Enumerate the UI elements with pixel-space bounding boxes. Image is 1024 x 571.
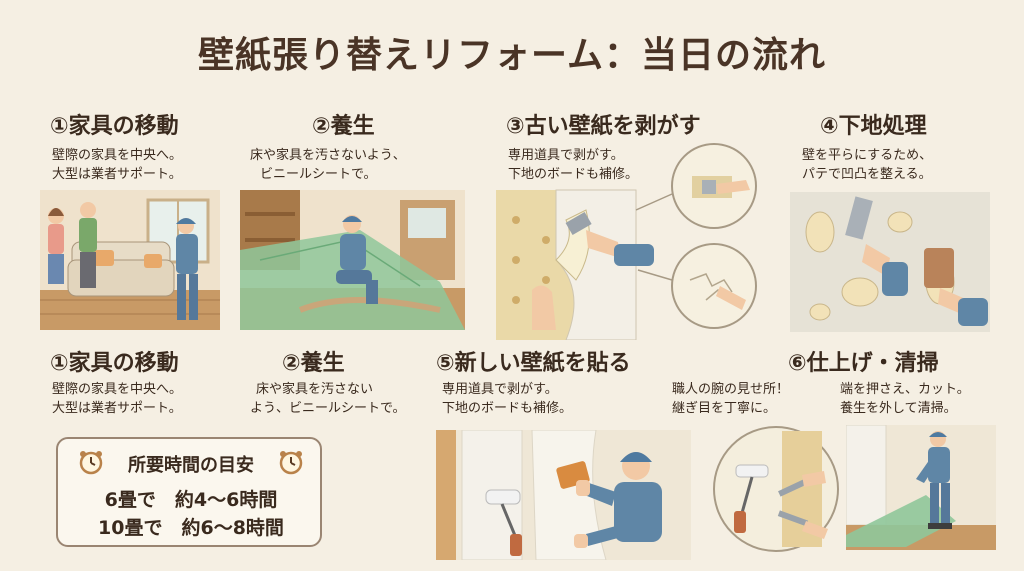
step-6-desc-b: 端を押さえ、カット。 養生を外して清掃。 bbox=[840, 380, 970, 418]
step-3-title: ③古い壁紙を剥がす bbox=[506, 114, 701, 139]
estimated-time-box: 所要時間の目安 6畳で 約4〜6時間 10畳で 約6〜8時間 bbox=[56, 437, 322, 547]
step-6-cleanup-illustration bbox=[846, 425, 996, 550]
step-2-repeat-desc-line-1: 床や家具を汚さない bbox=[256, 382, 374, 397]
estimated-time-row-6jo: 6畳で 約4〜6時間 bbox=[104, 489, 278, 511]
step-6-desc-b-line-1: 端を押さえ、カット。 bbox=[840, 382, 970, 397]
step-2-repeat-desc: 床や家具を汚さない よう、ビニールシートで。 bbox=[250, 380, 405, 418]
step-1-desc-line-2: 大型は業者サポート。 bbox=[52, 167, 182, 182]
step-2-desc: 床や家具を汚さないよう、 ビニールシートで。 bbox=[250, 146, 406, 184]
step-4-desc-line-2: パテで凹凸を整える。 bbox=[802, 167, 932, 182]
step-6-desc-b-line-2: 養生を外して清掃。 bbox=[840, 401, 957, 416]
step-4-desc: 壁を平らにするため、 パテで凹凸を整える。 bbox=[802, 146, 932, 184]
page-title: 壁紙張り替えリフォーム：当日の流れ bbox=[198, 35, 826, 76]
step-1-repeat-title: ①家具の移動 bbox=[50, 351, 179, 376]
step-6-desc-a-line-1: 職人の腕の見せ所！ bbox=[672, 382, 790, 397]
step-1-desc: 壁際の家具を中央へ。 大型は業者サポート。 bbox=[52, 146, 182, 184]
step-2-illustration bbox=[240, 190, 465, 330]
step-1-desc-line-1: 壁際の家具を中央へ。 bbox=[52, 148, 183, 163]
step-6-desc-a: 職人の腕の見せ所！ 継ぎ目を丁寧に。 bbox=[672, 380, 789, 418]
estimated-time-heading: 所要時間の目安 bbox=[128, 455, 254, 476]
estimated-time-row-10jo: 10畳で 約6〜8時間 bbox=[98, 517, 284, 539]
step-2-desc-line-2: ビニールシートで。 bbox=[260, 167, 377, 182]
step-6-desc-a-line-2: 継ぎ目を丁寧に。 bbox=[672, 401, 777, 416]
step-5-desc-line-1: 専用道具で剥がす。 bbox=[442, 382, 558, 397]
step-5-title: ⑤新しい壁紙を貼る bbox=[436, 351, 631, 376]
step-3-illustration bbox=[496, 140, 766, 340]
step-2-repeat-desc-line-2: よう、ビニールシートで。 bbox=[250, 401, 406, 416]
step-4-title: ④下地処理 bbox=[820, 114, 927, 139]
step-1-illustration bbox=[40, 190, 220, 330]
step-2-title: ②養生 bbox=[312, 114, 375, 139]
step-3-desc-line-1: 専用道具で剥がす。 bbox=[508, 148, 624, 163]
step-6-title: ⑥仕上げ・清掃 bbox=[788, 351, 939, 376]
step-1-repeat-desc-line-1: 壁際の家具を中央へ。 bbox=[52, 382, 183, 397]
step-2-desc-line-1: 床や家具を汚さないよう、 bbox=[250, 148, 406, 163]
step-6-detail-illustration bbox=[712, 425, 840, 553]
alarm-clock-icon bbox=[278, 449, 304, 479]
step-3-desc-line-2: 下地のボードも補修。 bbox=[508, 167, 639, 182]
alarm-clock-icon bbox=[78, 449, 104, 479]
step-5-desc-line-2: 下地のボードも補修。 bbox=[442, 401, 573, 416]
step-4-illustration bbox=[790, 192, 990, 332]
step-4-desc-line-1: 壁を平らにするため、 bbox=[802, 148, 933, 163]
step-1-repeat-desc: 壁際の家具を中央へ。 大型は業者サポート。 bbox=[52, 380, 182, 418]
step-2-repeat-title: ②養生 bbox=[282, 351, 345, 376]
step-5-desc: 専用道具で剥がす。 下地のボードも補修。 bbox=[442, 380, 572, 418]
step-5-illustration bbox=[436, 430, 691, 560]
step-1-title: ①家具の移動 bbox=[50, 114, 179, 139]
step-1-repeat-desc-line-2: 大型は業者サポート。 bbox=[52, 401, 182, 416]
step-3-desc: 専用道具で剥がす。 下地のボードも補修。 bbox=[508, 146, 638, 184]
